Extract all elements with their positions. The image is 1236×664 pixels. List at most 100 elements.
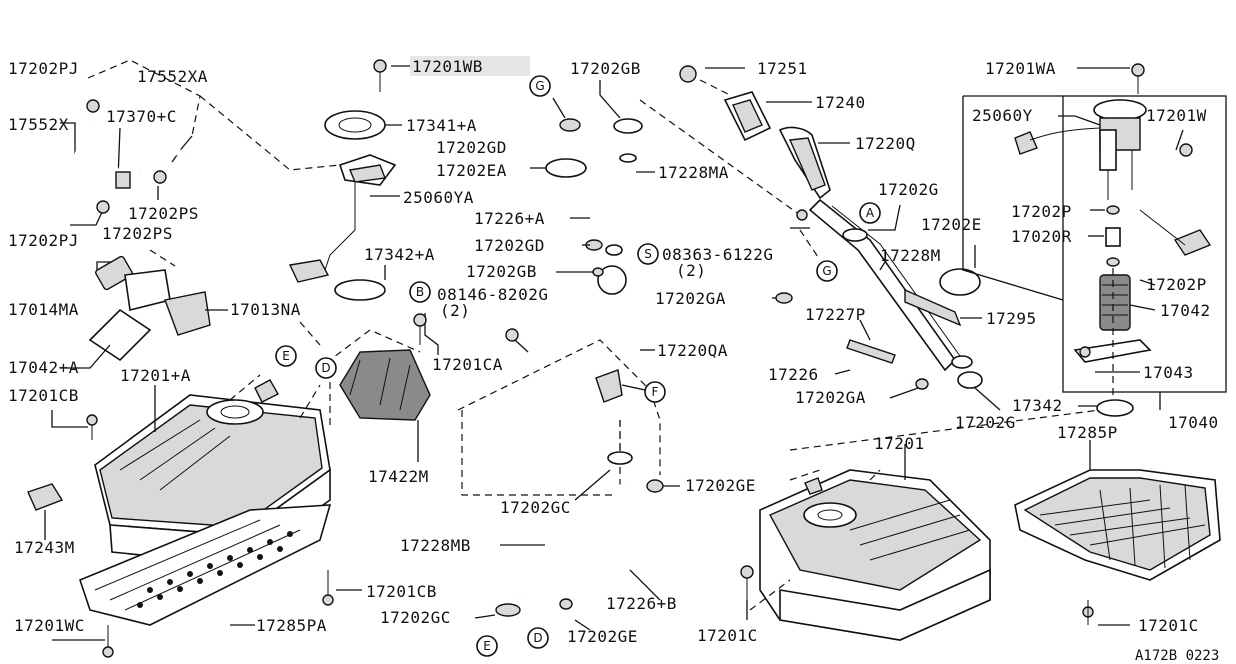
- label-17227p: 17227P: [805, 305, 866, 324]
- callout-e-bottom: E: [476, 635, 498, 657]
- label-25060ya: 25060YA: [403, 188, 474, 207]
- part-labels: 17202PJ 17552XA 17201WB 17202GB 17251 17…: [8, 56, 1219, 664]
- pump-holder-17013na-icon: [164, 291, 211, 336]
- label-17202gb-mid: 17202GB: [466, 262, 537, 281]
- callout-d-top: D: [315, 357, 337, 379]
- label-17226a: 17226+A: [474, 209, 545, 228]
- clamp-17202pj-top-icon: [86, 99, 100, 113]
- label-17220q: 17220Q: [855, 134, 916, 153]
- callout-b: B: [409, 281, 431, 303]
- pipe-group-top-left: [60, 59, 201, 226]
- label-17201wb-highlight: [410, 56, 530, 76]
- label-17201wb: 17201WB: [412, 57, 483, 76]
- breather-17227p-icon: [846, 339, 896, 364]
- skid-plate-right: [1014, 440, 1221, 626]
- fuel-tank-left: [94, 374, 331, 566]
- label-17201c-mid: 17201C: [697, 626, 758, 645]
- label-17043: 17043: [1143, 363, 1194, 382]
- label-17202gc-top: 17202GC: [500, 498, 571, 517]
- svg-text:S: S: [644, 247, 652, 261]
- label-17202ga-bottom: 17202GA: [795, 388, 866, 407]
- label-17202gc-bottom: 17202GC: [380, 608, 451, 627]
- label-17552xa: 17552XA: [137, 67, 208, 86]
- label-17202ga-top: 17202GA: [655, 289, 726, 308]
- label-17226: 17226: [768, 365, 819, 384]
- fuel-tank-right: [740, 409, 1101, 641]
- check-valve-icon: [115, 171, 131, 189]
- label-17202g-bottom: 17202G: [955, 413, 1016, 432]
- gasket-17342-right: [1078, 399, 1134, 417]
- label-17243m: 17243M: [14, 538, 75, 557]
- sender-assembly-box: [962, 63, 1227, 410]
- label-17202ps-a: 17202PS: [128, 204, 199, 223]
- svg-text:B: B: [416, 285, 424, 299]
- callout-d-bottom: D: [527, 627, 549, 649]
- label-17342: 17342: [1012, 396, 1063, 415]
- svg-text:D: D: [533, 631, 542, 645]
- filler-neck-right: [639, 65, 1001, 411]
- label-17201cb-top: 17201CB: [8, 386, 79, 405]
- sender-unit-center: [199, 59, 410, 346]
- pump-strainer-icon: [88, 308, 152, 362]
- label-17201wc: 17201WC: [14, 616, 85, 635]
- callout-g-top: G: [529, 75, 551, 97]
- label-08146: 08146-8202G: [437, 285, 548, 304]
- label-17040: 17040: [1168, 413, 1219, 432]
- pad-17243m-icon: [27, 483, 64, 511]
- label-17228ma: 17228MA: [658, 163, 729, 182]
- label-17201a: 17201+A: [120, 366, 191, 385]
- label-17202gd-mid: 17202GD: [474, 236, 545, 255]
- label-08146-qty: (2): [440, 301, 470, 320]
- label-17285p: 17285P: [1057, 423, 1118, 442]
- label-17202g-top: 17202G: [878, 180, 939, 199]
- label-17202ge-bottom: 17202GE: [567, 627, 638, 646]
- label-17201w: 17201W: [1146, 106, 1207, 125]
- label-17042: 17042: [1160, 301, 1211, 320]
- label-17202p-b: 17202P: [1146, 275, 1207, 294]
- clamp-17202pj-bottom-icon: [96, 200, 110, 214]
- label-17201wa: 17201WA: [985, 59, 1056, 78]
- label-17202ge-right: 17202GE: [685, 476, 756, 495]
- label-17202pj-top: 17202PJ: [8, 59, 79, 78]
- fuel-pump-17042a-icon: [124, 269, 171, 311]
- label-17226b: 17226+B: [606, 594, 677, 613]
- lower-hoses-center: [474, 420, 680, 631]
- heat-shield-center: [329, 313, 439, 462]
- filler-tube-17220qa: [457, 292, 661, 496]
- label-08363-qty: (2): [676, 261, 706, 280]
- label-17251: 17251: [757, 59, 808, 78]
- clamp-17202ps-icon: [153, 170, 167, 184]
- svg-text:G: G: [535, 79, 544, 93]
- label-17342a: 17342+A: [364, 245, 435, 264]
- callout-s: S: [637, 243, 659, 265]
- label-25060y: 25060Y: [972, 106, 1033, 125]
- svg-text:A: A: [866, 206, 875, 220]
- callout-g-mid: G: [816, 260, 838, 282]
- label-17202ea: 17202EA: [436, 161, 507, 180]
- callout-e-top: E: [275, 345, 297, 367]
- label-17552x: 17552X: [8, 115, 69, 134]
- pump-bracket-17014ma-icon: [95, 255, 133, 291]
- label-17341a: 17341+A: [406, 116, 477, 135]
- label-17295: 17295: [986, 309, 1037, 328]
- label-17202ps-b: 17202PS: [102, 224, 173, 243]
- svg-text:G: G: [822, 264, 831, 278]
- label-17240: 17240: [815, 93, 866, 112]
- label-17201c-right: 17201C: [1138, 616, 1199, 635]
- label-17202pj-bottom: 17202PJ: [8, 231, 79, 250]
- label-17202gb-top: 17202GB: [570, 59, 641, 78]
- callout-circles: G A S G B E D F: [275, 75, 881, 657]
- label-17020r: 17020R: [1011, 227, 1072, 246]
- label-17228mb: 17228MB: [400, 536, 471, 555]
- label-17220qa: 17220QA: [657, 341, 728, 360]
- diagram-code: A172B 0223: [1135, 648, 1219, 664]
- skid-plate-left: [79, 504, 332, 626]
- label-17201ca: 17201CA: [432, 355, 503, 374]
- callout-f: F: [644, 381, 666, 403]
- label-17202p-a: 17202P: [1011, 202, 1072, 221]
- label-17202e: 17202E: [921, 215, 982, 234]
- svg-text:F: F: [652, 385, 659, 399]
- label-17422m: 17422M: [368, 467, 429, 486]
- hose-17295-icon: [904, 288, 962, 327]
